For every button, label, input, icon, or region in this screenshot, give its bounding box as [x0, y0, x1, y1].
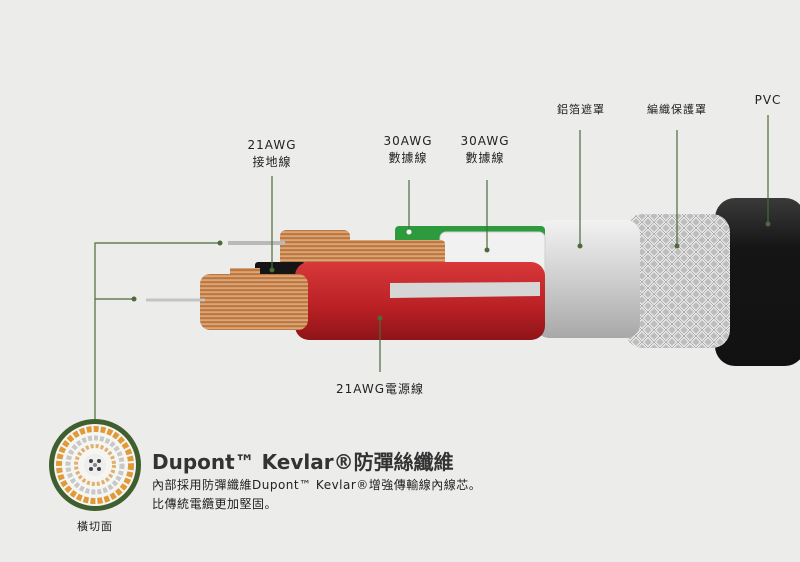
- feature-title: Dupont™ Kevlar®防彈絲纖維: [152, 450, 454, 474]
- ground-wire-gauge: 21AWG: [247, 138, 297, 152]
- feature-line-2: 比傳統電纜更加堅固。: [152, 497, 278, 511]
- data-wire-copper: [280, 230, 350, 266]
- feature-description: 內部採用防彈纖維Dupont™ Kevlar®增強傳輸線內線芯。 比傳統電纜更加…: [152, 476, 481, 514]
- ground-wire-label: 21AWG 接地線: [240, 137, 304, 171]
- pvc-label: PVC: [754, 93, 782, 107]
- data-wire-2-gauge: 30AWG: [460, 134, 510, 148]
- power-wire-label: 21AWG電源線: [336, 382, 424, 396]
- data-wire-1-name: 數據線: [388, 151, 428, 165]
- ground-wire-name: 接地線: [252, 155, 292, 169]
- data-wire-2-label: 30AWG 數據線: [453, 133, 517, 167]
- red-power-wire: [295, 262, 545, 340]
- pvc-jacket: [715, 198, 800, 366]
- leader-lines: [94, 115, 769, 420]
- cross-section-label: 橫切面: [77, 520, 113, 533]
- braided-shield-label: 編織保護罩: [647, 103, 707, 116]
- leader-dots: [131, 221, 771, 321]
- power-wire-copper: [200, 274, 308, 330]
- cross-section-icon: [49, 419, 141, 511]
- silver-strand: [390, 282, 540, 298]
- feature-line-1: 內部採用防彈纖維Dupont™ Kevlar®增強傳輸線內線芯。: [152, 478, 482, 492]
- data-wire-1-gauge: 30AWG: [383, 134, 433, 148]
- braided-shield: [625, 214, 730, 348]
- aluminum-foil: [535, 220, 640, 338]
- data-wire-2-name: 數據線: [465, 151, 505, 165]
- aluminum-foil-label: 鋁箔遮罩: [557, 103, 605, 116]
- data-wire-1-label: 30AWG 數據線: [376, 133, 440, 167]
- data-wire-copper-2: [345, 240, 445, 266]
- copper-small: [230, 268, 260, 278]
